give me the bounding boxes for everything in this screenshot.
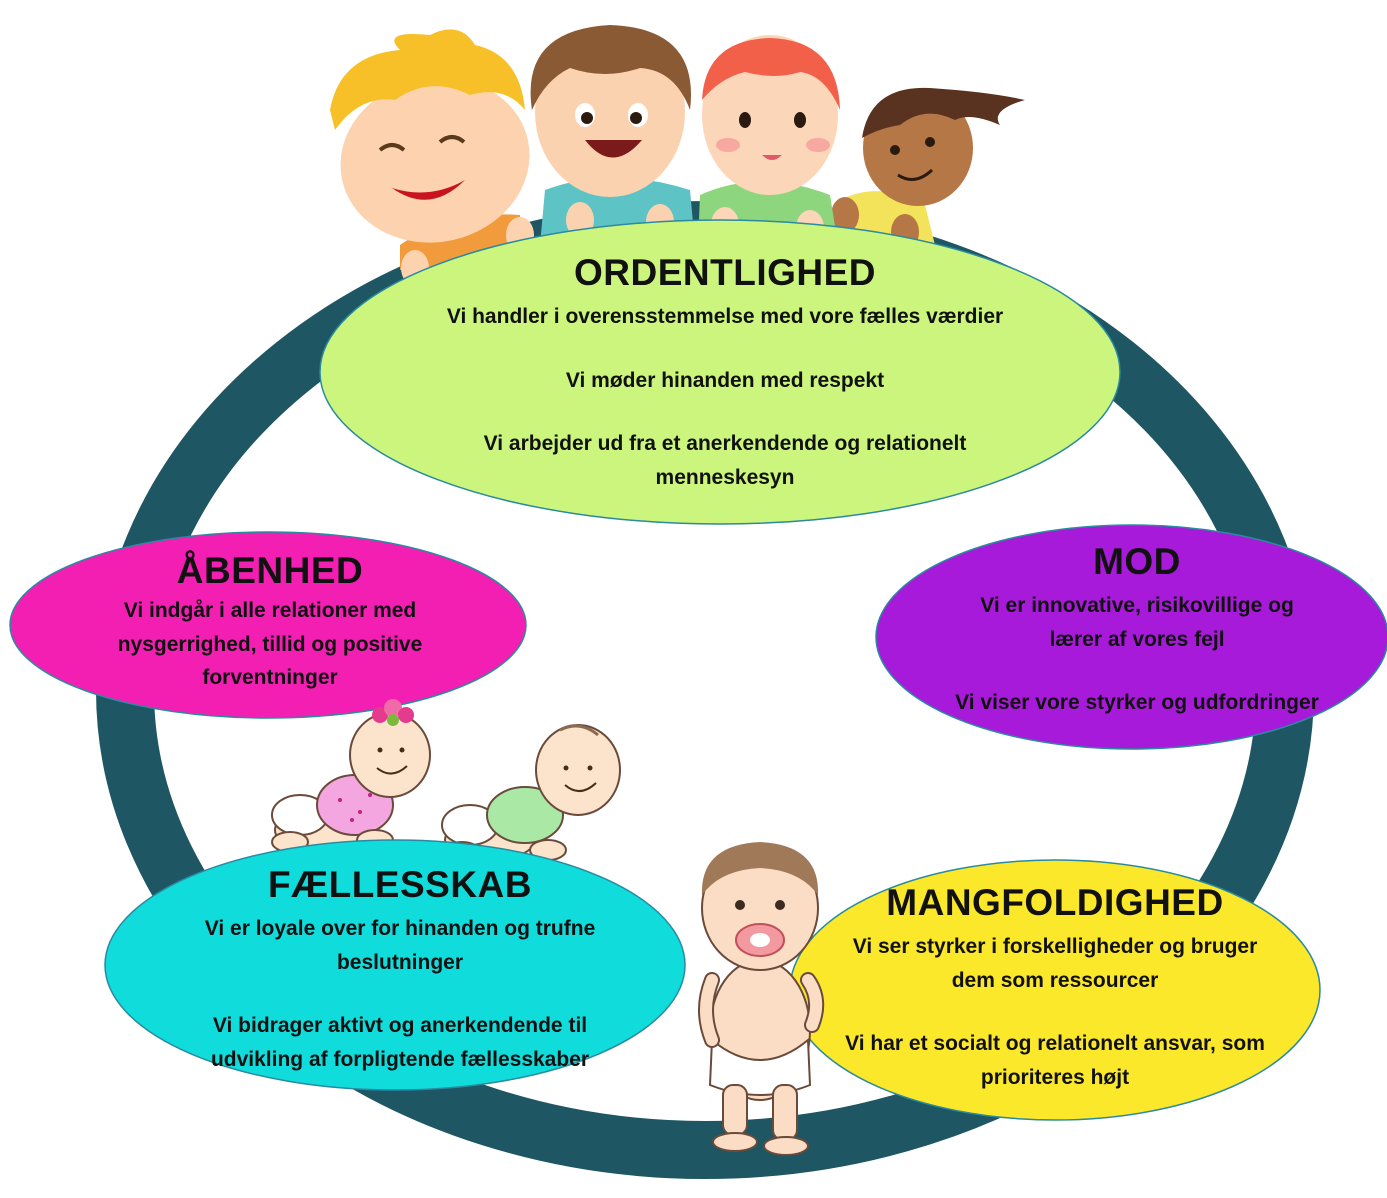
mangfoldighed-value: MANGFOLDIGHED Vi ser styrker i forskelli… bbox=[800, 874, 1310, 1104]
ordentlighed-line-2: Vi møder hinanden med respekt bbox=[565, 368, 885, 392]
mod-value: MOD Vi er innovative, risikovillige og l… bbox=[892, 536, 1382, 726]
faellesskab-line-2b: udvikling af forpligtende fællesskaber bbox=[210, 1047, 590, 1071]
ordentlighed-title: ORDENTLIGHED bbox=[574, 252, 876, 294]
child-2-figure bbox=[530, 25, 695, 245]
standing-baby-illustration bbox=[698, 842, 825, 1156]
mod-ellipse bbox=[875, 524, 1387, 750]
child-3-figure bbox=[698, 35, 840, 246]
mangfoldighed-line-1b: dem som ressourcer bbox=[951, 968, 1159, 992]
faellesskab-title: FÆLLESSKAB bbox=[268, 864, 532, 906]
mod-line-1b: lærer af vores fejl bbox=[1049, 627, 1225, 651]
mangfoldighed-line-1a: Vi ser styrker i forskelligheder og brug… bbox=[852, 935, 1258, 959]
mangfoldighed-title: MANGFOLDIGHED bbox=[886, 882, 1224, 924]
ordentlighed-line-3b: menneskesyn bbox=[655, 465, 795, 489]
ordentlighed-ellipse bbox=[319, 219, 1121, 525]
mangfoldighed-line-2b: prioriteres højt bbox=[980, 1065, 1130, 1089]
abenhed-value: ÅBENHED Vi indgår i alle relationer med … bbox=[40, 548, 500, 698]
faellesskab-value: FÆLLESSKAB Vi er loyale over for hinande… bbox=[125, 856, 675, 1086]
abenhed-line-1c: forventninger bbox=[202, 666, 338, 690]
abenhed-ellipse bbox=[9, 531, 527, 719]
faellesskab-line-1a: Vi er loyale over for hinanden og trufne bbox=[204, 917, 596, 941]
four-children-illustration bbox=[330, 25, 1025, 286]
faellesskab-line-2a: Vi bidrager aktivt og anerkendende til bbox=[212, 1014, 588, 1038]
faellesskab-ellipse bbox=[104, 839, 686, 1091]
baby-boy-figure bbox=[441, 724, 621, 863]
mod-line-2: Vi viser vore styrker og udfordringer bbox=[955, 691, 1319, 715]
abenhed-title: ÅBENHED bbox=[176, 550, 364, 592]
abenhed-line-1b: nysgerrighed, tillid og positive bbox=[117, 632, 423, 656]
mod-title: MOD bbox=[1093, 541, 1181, 583]
ordentlighed-value: ORDENTLIGHED Vi handler i overensstemmel… bbox=[345, 246, 1105, 502]
abenhed-line-1a: Vi indgår i alle relationer med bbox=[123, 598, 417, 622]
child-4-figure bbox=[831, 87, 1025, 250]
ordentlighed-line-3a: Vi arbejder ud fra et anerkendende og re… bbox=[483, 432, 967, 456]
ordentlighed-line-1: Vi handler i overensstemmelse med vore f… bbox=[446, 305, 1004, 329]
faellesskab-line-1b: beslutninger bbox=[336, 950, 463, 974]
mangfoldighed-line-2a: Vi har et socialt og relationelt ansvar,… bbox=[845, 1032, 1265, 1056]
two-crawling-babies-illustration bbox=[271, 699, 621, 863]
baby-girl-figure bbox=[271, 699, 431, 853]
mod-line-1a: Vi er innovative, risikovillige og bbox=[980, 593, 1294, 617]
